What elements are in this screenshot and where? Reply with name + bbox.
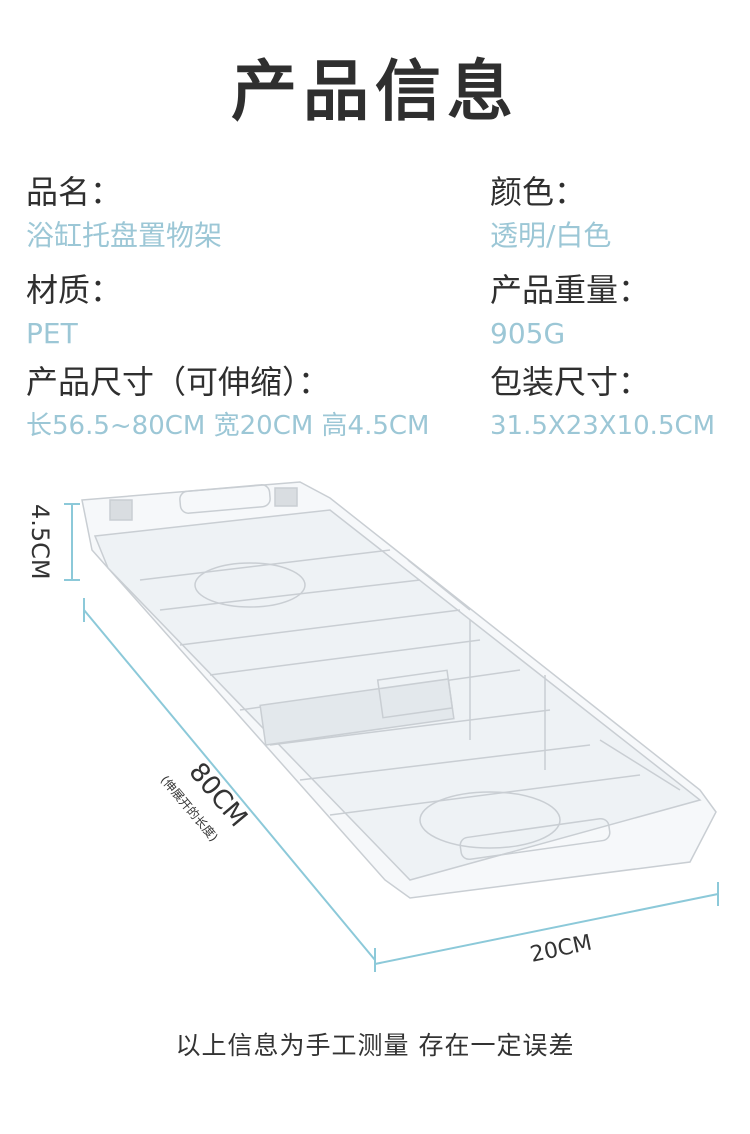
spec-material: 材质： PET [26, 270, 122, 352]
spec-weight-label: 产品重量： [490, 271, 651, 309]
measurement-note: 以上信息为手工测量 存在一定误差 [175, 1031, 575, 1060]
spec-size-label: 产品尺寸（可伸缩）： [26, 363, 331, 401]
length-dimension [83, 598, 376, 972]
spec-weight-value: 905G [490, 317, 566, 350]
spec-name-label: 品名： [26, 173, 123, 211]
spec-package-value: 31.5X23X10.5CM [490, 411, 716, 441]
width-dimension-label: 20CM [528, 930, 594, 967]
spec-package: 包装尺寸： 31.5X23X10.5CM [490, 362, 715, 444]
tray-illustration [81, 481, 717, 899]
spec-package-label: 包装尺寸： [490, 363, 651, 401]
spec-material-value: PET [26, 317, 78, 350]
width-dimension [374, 882, 719, 965]
spec-size-value: 长56.5~80CM 宽20CM 高4.5CM [26, 411, 430, 441]
spec-name-value: 浴缸托盘置物架 [26, 219, 223, 252]
height-dimension [64, 503, 80, 581]
spec-name: 品名： 浴缸托盘置物架 [26, 172, 222, 254]
product-diagram: 4.5CM 80CM (伸展开的长度) 20CM [26, 481, 719, 972]
spec-color-value: 透明/白色 [490, 219, 612, 252]
spec-material-label: 材质： [26, 271, 123, 309]
spec-color: 颜色： 透明/白色 [490, 172, 611, 254]
page-title: 产品信息 [231, 53, 519, 130]
height-dimension-label: 4.5CM [26, 504, 54, 580]
spec-color-label: 颜色： [490, 173, 587, 211]
spec-weight: 产品重量： 905G [490, 270, 650, 352]
spec-size: 产品尺寸（可伸缩）： 长56.5~80CM 宽20CM 高4.5CM [26, 362, 429, 444]
